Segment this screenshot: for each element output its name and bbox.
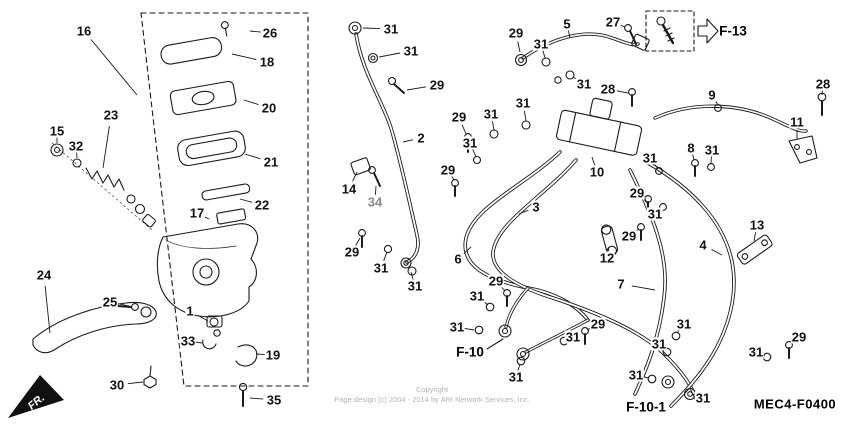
reservoir-cap-stack bbox=[160, 21, 251, 225]
part-callout-5[interactable]: 5 bbox=[562, 16, 572, 32]
part-callout-27[interactable]: 27 bbox=[604, 14, 622, 30]
part-callout-22[interactable]: 22 bbox=[253, 197, 271, 213]
part-callout-29[interactable]: 29 bbox=[790, 329, 808, 345]
part-callout-1[interactable]: 1 bbox=[185, 303, 195, 319]
part-callout-29[interactable]: 29 bbox=[450, 109, 468, 125]
master-cylinder-body bbox=[156, 223, 259, 328]
fittings-and-fasteners bbox=[348, 21, 827, 401]
part-callout-2[interactable]: 2 bbox=[416, 130, 426, 146]
part-callout-31[interactable]: 31 bbox=[627, 367, 645, 383]
part-callout-29[interactable]: 29 bbox=[620, 228, 638, 244]
part-callout-29[interactable]: 29 bbox=[507, 25, 525, 41]
part-callout-14[interactable]: 14 bbox=[340, 181, 358, 197]
copyright-line-1: Copyright bbox=[415, 385, 449, 394]
part-callout-10[interactable]: 10 bbox=[588, 164, 606, 180]
part-callout-7[interactable]: 7 bbox=[616, 276, 626, 292]
part-callout-31[interactable]: 31 bbox=[646, 206, 664, 222]
part-callout-8[interactable]: 8 bbox=[686, 140, 696, 156]
f13-bolt-icon bbox=[656, 16, 675, 45]
part-callout-11[interactable]: 11 bbox=[789, 114, 805, 130]
piston-spring-kit bbox=[50, 142, 156, 231]
assembly-dashed-box bbox=[140, 12, 309, 387]
part-callout-29[interactable]: 29 bbox=[589, 316, 607, 332]
part-callout-29[interactable]: 29 bbox=[343, 244, 361, 260]
piston-parts bbox=[202, 317, 258, 407]
ref-link-f13[interactable]: F-13 bbox=[719, 23, 747, 39]
f13-arrow-icon bbox=[697, 18, 719, 44]
part-callout-26[interactable]: 26 bbox=[261, 25, 279, 41]
part-callout-31[interactable]: 31 bbox=[641, 150, 659, 166]
ref-link-f10-1[interactable]: F-10-1 bbox=[626, 399, 666, 415]
part-callout-23[interactable]: 23 bbox=[102, 107, 120, 123]
part-callout-19[interactable]: 19 bbox=[264, 347, 282, 363]
part-callout-31[interactable]: 31 bbox=[461, 135, 479, 151]
part-callout-31[interactable]: 31 bbox=[564, 329, 582, 345]
part-callout-16[interactable]: 16 bbox=[75, 23, 93, 39]
part-callout-31[interactable]: 31 bbox=[406, 278, 424, 294]
brake-hoses bbox=[354, 32, 808, 408]
part-callout-31[interactable]: 31 bbox=[382, 21, 400, 37]
part-callout-31[interactable]: 31 bbox=[532, 36, 550, 52]
part-callout-9[interactable]: 9 bbox=[707, 87, 717, 103]
part-callout-20[interactable]: 20 bbox=[260, 100, 278, 116]
part-callout-25[interactable]: 25 bbox=[101, 294, 119, 310]
part-callout-31[interactable]: 31 bbox=[694, 390, 712, 406]
diagram-code: MEC4-F0400 bbox=[753, 396, 837, 412]
part-callout-33[interactable]: 33 bbox=[179, 333, 197, 349]
part-callout-29[interactable]: 29 bbox=[428, 77, 446, 93]
f13-dashed-box bbox=[645, 10, 695, 52]
part-callout-31[interactable]: 31 bbox=[650, 336, 668, 352]
part-callout-31[interactable]: 31 bbox=[372, 260, 390, 276]
part-callout-31[interactable]: 31 bbox=[675, 316, 693, 332]
copyright-line-2: Page design (c) 2004 - 2014 by ARI Netwo… bbox=[334, 394, 530, 404]
part-callout-24[interactable]: 24 bbox=[35, 267, 53, 283]
part-callout-17[interactable]: 17 bbox=[188, 205, 206, 221]
part-callout-31[interactable]: 31 bbox=[468, 288, 486, 304]
part-callout-15[interactable]: 15 bbox=[48, 123, 66, 139]
part-callout-31[interactable]: 31 bbox=[747, 344, 765, 360]
ref-link-f10[interactable]: F-10 bbox=[456, 344, 484, 360]
copyright: Copyright Page design (c) 2004 - 2014 by… bbox=[334, 385, 530, 405]
part-callout-21[interactable]: 21 bbox=[262, 154, 280, 170]
part-callout-28[interactable]: 28 bbox=[599, 81, 617, 97]
part-callout-29[interactable]: 29 bbox=[439, 162, 457, 178]
part-callout-34[interactable]: 34 bbox=[366, 194, 384, 210]
part-callout-29[interactable]: 29 bbox=[628, 185, 646, 201]
part-callout-29[interactable]: 29 bbox=[487, 273, 505, 289]
part-callout-31[interactable]: 31 bbox=[703, 142, 721, 158]
part-callout-18[interactable]: 18 bbox=[258, 54, 276, 70]
part-callout-32[interactable]: 32 bbox=[67, 138, 85, 154]
part-callout-31[interactable]: 31 bbox=[514, 95, 532, 111]
part-callout-30[interactable]: 30 bbox=[108, 377, 126, 393]
part-callout-31[interactable]: 31 bbox=[448, 319, 466, 335]
part-callout-13[interactable]: 13 bbox=[748, 217, 766, 233]
part-callout-28[interactable]: 28 bbox=[814, 76, 832, 92]
part-callout-6[interactable]: 6 bbox=[453, 251, 463, 267]
part-callout-35[interactable]: 35 bbox=[265, 392, 283, 408]
part-callout-12[interactable]: 12 bbox=[598, 250, 616, 266]
part-callout-3[interactable]: 3 bbox=[531, 199, 541, 215]
part-callout-31[interactable]: 31 bbox=[575, 76, 593, 92]
part-callout-31[interactable]: 31 bbox=[507, 369, 525, 385]
part-callout-31[interactable]: 31 bbox=[402, 43, 420, 59]
part-callout-4[interactable]: 4 bbox=[698, 237, 708, 253]
part-callout-31[interactable]: 31 bbox=[482, 106, 500, 122]
